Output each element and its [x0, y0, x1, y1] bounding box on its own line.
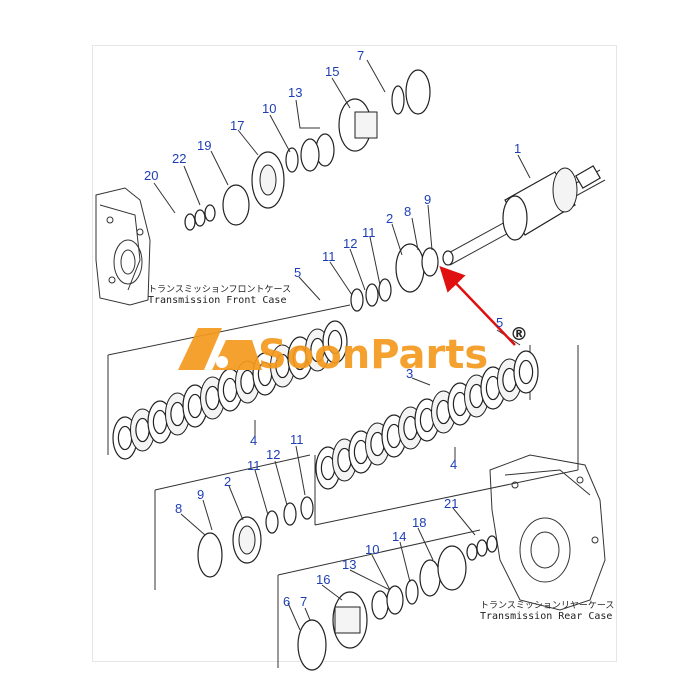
callout-number: 11 [247, 458, 261, 473]
shaft-part [444, 165, 606, 266]
clutch-disc-bore [170, 401, 185, 427]
highlight-arrow [439, 265, 516, 346]
registered-mark: ® [510, 324, 528, 345]
clutch-disc-bore [152, 409, 168, 435]
top-stack [184, 69, 431, 231]
callout-number: 11 [362, 225, 376, 240]
rear-case-outline [489, 454, 606, 611]
rear-case-caption-en: Transmission Rear Case [480, 611, 612, 622]
clutch-disc-bore [205, 385, 220, 411]
callout-number: 19 [197, 138, 211, 153]
callout-number: 4 [450, 457, 457, 472]
callout-number: 17 [230, 118, 244, 133]
callout-number: 3 [406, 366, 413, 381]
callout-number: 11 [322, 249, 336, 264]
front-case-caption-en: Transmission Front Case [148, 295, 286, 306]
clutch-disc-bore [187, 393, 203, 419]
callout-number: 8 [175, 501, 182, 516]
rear-case-caption-jp: トランスミッションリヤーケース [480, 600, 614, 611]
callout-number: 5 [496, 315, 503, 330]
callout-number: 1 [514, 141, 521, 156]
callout-number: 11 [290, 432, 304, 447]
excavator-logo-icon [178, 328, 262, 370]
lower-clutch-pack [314, 345, 579, 526]
leader-lines [153, 59, 531, 631]
callout-number: 8 [404, 204, 411, 219]
callout-number: 22 [172, 151, 186, 166]
clutch-disc-bore [117, 425, 133, 451]
callout-number: 4 [250, 433, 257, 448]
clutch-disc-bore [518, 359, 534, 385]
clutch-disc-bore [327, 329, 343, 355]
callout-number: 7 [357, 48, 364, 63]
callout-number: 16 [316, 572, 330, 587]
callout-number: 13 [342, 557, 356, 572]
callout-number: 7 [300, 594, 307, 609]
callout-number: 12 [266, 447, 280, 462]
middle-rings [350, 243, 454, 312]
callout-number: 14 [392, 529, 406, 544]
callout-number: 5 [294, 265, 301, 280]
callout-number: 9 [424, 192, 431, 207]
callout-number: 12 [343, 236, 357, 251]
clutch-disc-bore [135, 417, 150, 443]
callout-number: 2 [224, 474, 231, 489]
upper-clutch-pack [107, 304, 531, 460]
front-case-outline [95, 187, 151, 306]
callout-number: 2 [386, 211, 393, 226]
callout-number: 15 [325, 64, 339, 79]
clutch-disc-bore [240, 369, 255, 395]
clutch-disc-bore [222, 377, 238, 403]
callout-number: 6 [283, 594, 290, 609]
front-case-caption-jp: トランスミッションフロントケース [148, 284, 291, 295]
callout-number: 20 [144, 168, 158, 183]
callout-number: 18 [412, 515, 426, 530]
callout-number: 21 [444, 496, 458, 511]
callout-number: 13 [288, 85, 302, 100]
lower-parts [154, 454, 498, 671]
watermark-text: SoonParts [258, 332, 488, 378]
callout-numbers: 7 15 1 13 10 17 19 22 20 9 8 2 11 12 11 … [144, 48, 521, 609]
callout-number: 10 [262, 101, 276, 116]
watermark-logo: SoonParts ® [178, 324, 528, 378]
callout-number: 10 [365, 542, 379, 557]
callout-number: 9 [197, 487, 204, 502]
